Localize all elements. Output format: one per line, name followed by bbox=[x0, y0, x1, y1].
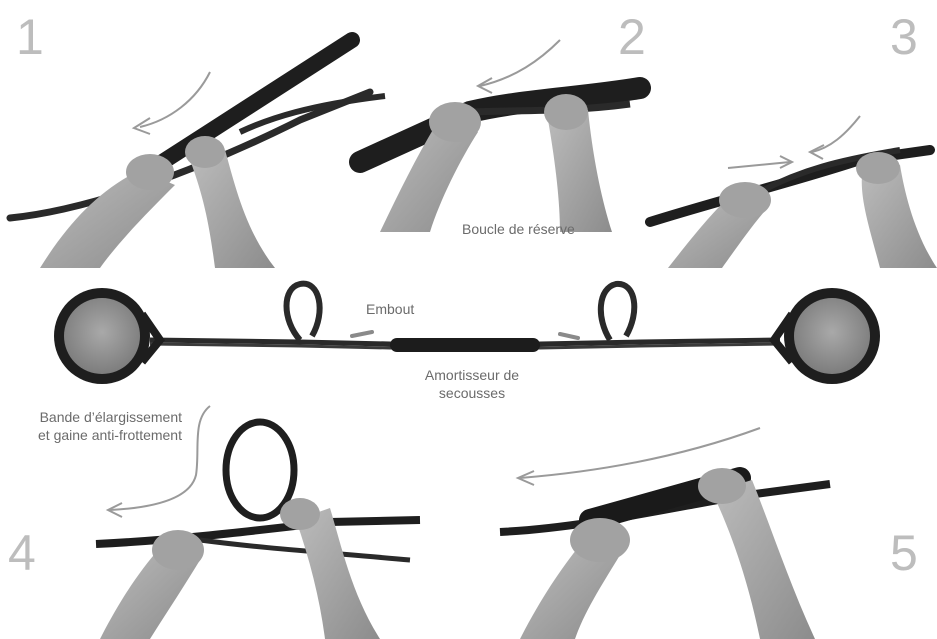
label-band-line-1: Bande d’élargissement bbox=[0, 408, 182, 426]
step-number-1: 1 bbox=[16, 12, 44, 62]
step-2-photo bbox=[360, 40, 640, 232]
spare-loop-left bbox=[287, 284, 320, 340]
label-shock-absorber: Amortisseur de secousses bbox=[392, 366, 552, 402]
label-shock-absorber-line-1: Amortisseur de bbox=[392, 366, 552, 384]
step-number-2: 2 bbox=[618, 12, 646, 62]
label-end-cap: Embout bbox=[366, 300, 414, 318]
label-band-line-2: et gaine anti-frottement bbox=[0, 426, 182, 444]
step-1-photo bbox=[10, 40, 385, 268]
label-spare-loop: Boucle de réserve bbox=[462, 220, 575, 238]
left-anchor-disc bbox=[64, 298, 140, 374]
label-shock-absorber-line-2: secousses bbox=[392, 384, 552, 402]
step-number-3: 3 bbox=[890, 12, 918, 62]
spare-loop-right bbox=[601, 284, 634, 340]
label-band: Bande d’élargissement et gaine anti-frot… bbox=[0, 408, 182, 444]
step-4-loop bbox=[226, 422, 294, 518]
step-5-photo bbox=[500, 428, 830, 639]
step-3-photo bbox=[650, 116, 937, 268]
right-anchor-disc bbox=[794, 298, 870, 374]
shock-absorber-sleeve bbox=[390, 338, 540, 352]
step-number-5: 5 bbox=[890, 528, 918, 578]
step-number-4: 4 bbox=[8, 528, 36, 578]
